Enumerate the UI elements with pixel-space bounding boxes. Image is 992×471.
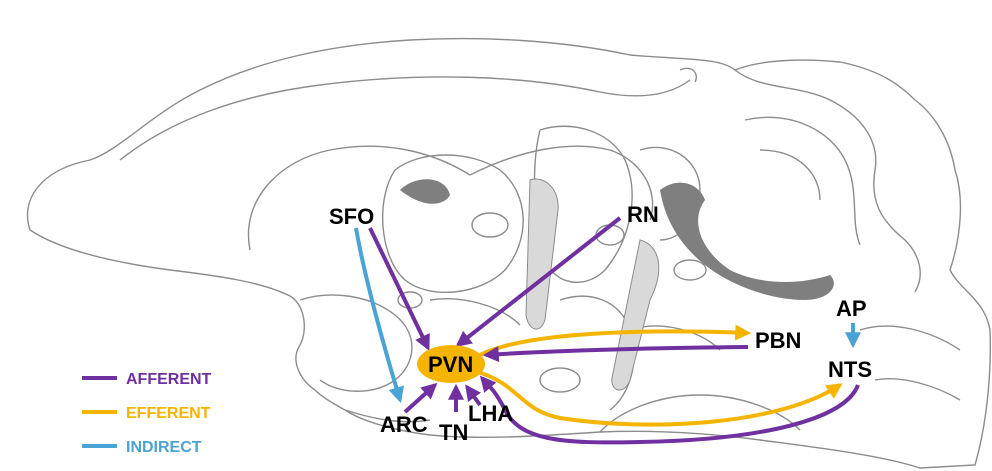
legend: AFFERENT EFFERENT INDIRECT [82, 371, 212, 456]
label-rn: RN [627, 202, 659, 227]
label-pbn: PBN [755, 328, 801, 353]
afferent-arc-to-pvn [405, 385, 435, 412]
label-arc: ARC [380, 412, 428, 437]
label-tn: TN [439, 420, 468, 445]
label-pvn: PVN [428, 352, 473, 377]
label-lha: LHA [468, 401, 513, 426]
efferent-pvn-to-nts [478, 372, 840, 425]
label-sfo: SFO [329, 204, 374, 229]
label-nts: NTS [828, 357, 872, 382]
legend-indirect-label: INDIRECT [126, 439, 202, 456]
label-ap: AP [836, 296, 867, 321]
legend-afferent-label: AFFERENT [126, 371, 212, 388]
legend-efferent-label: EFFERENT [126, 405, 211, 422]
